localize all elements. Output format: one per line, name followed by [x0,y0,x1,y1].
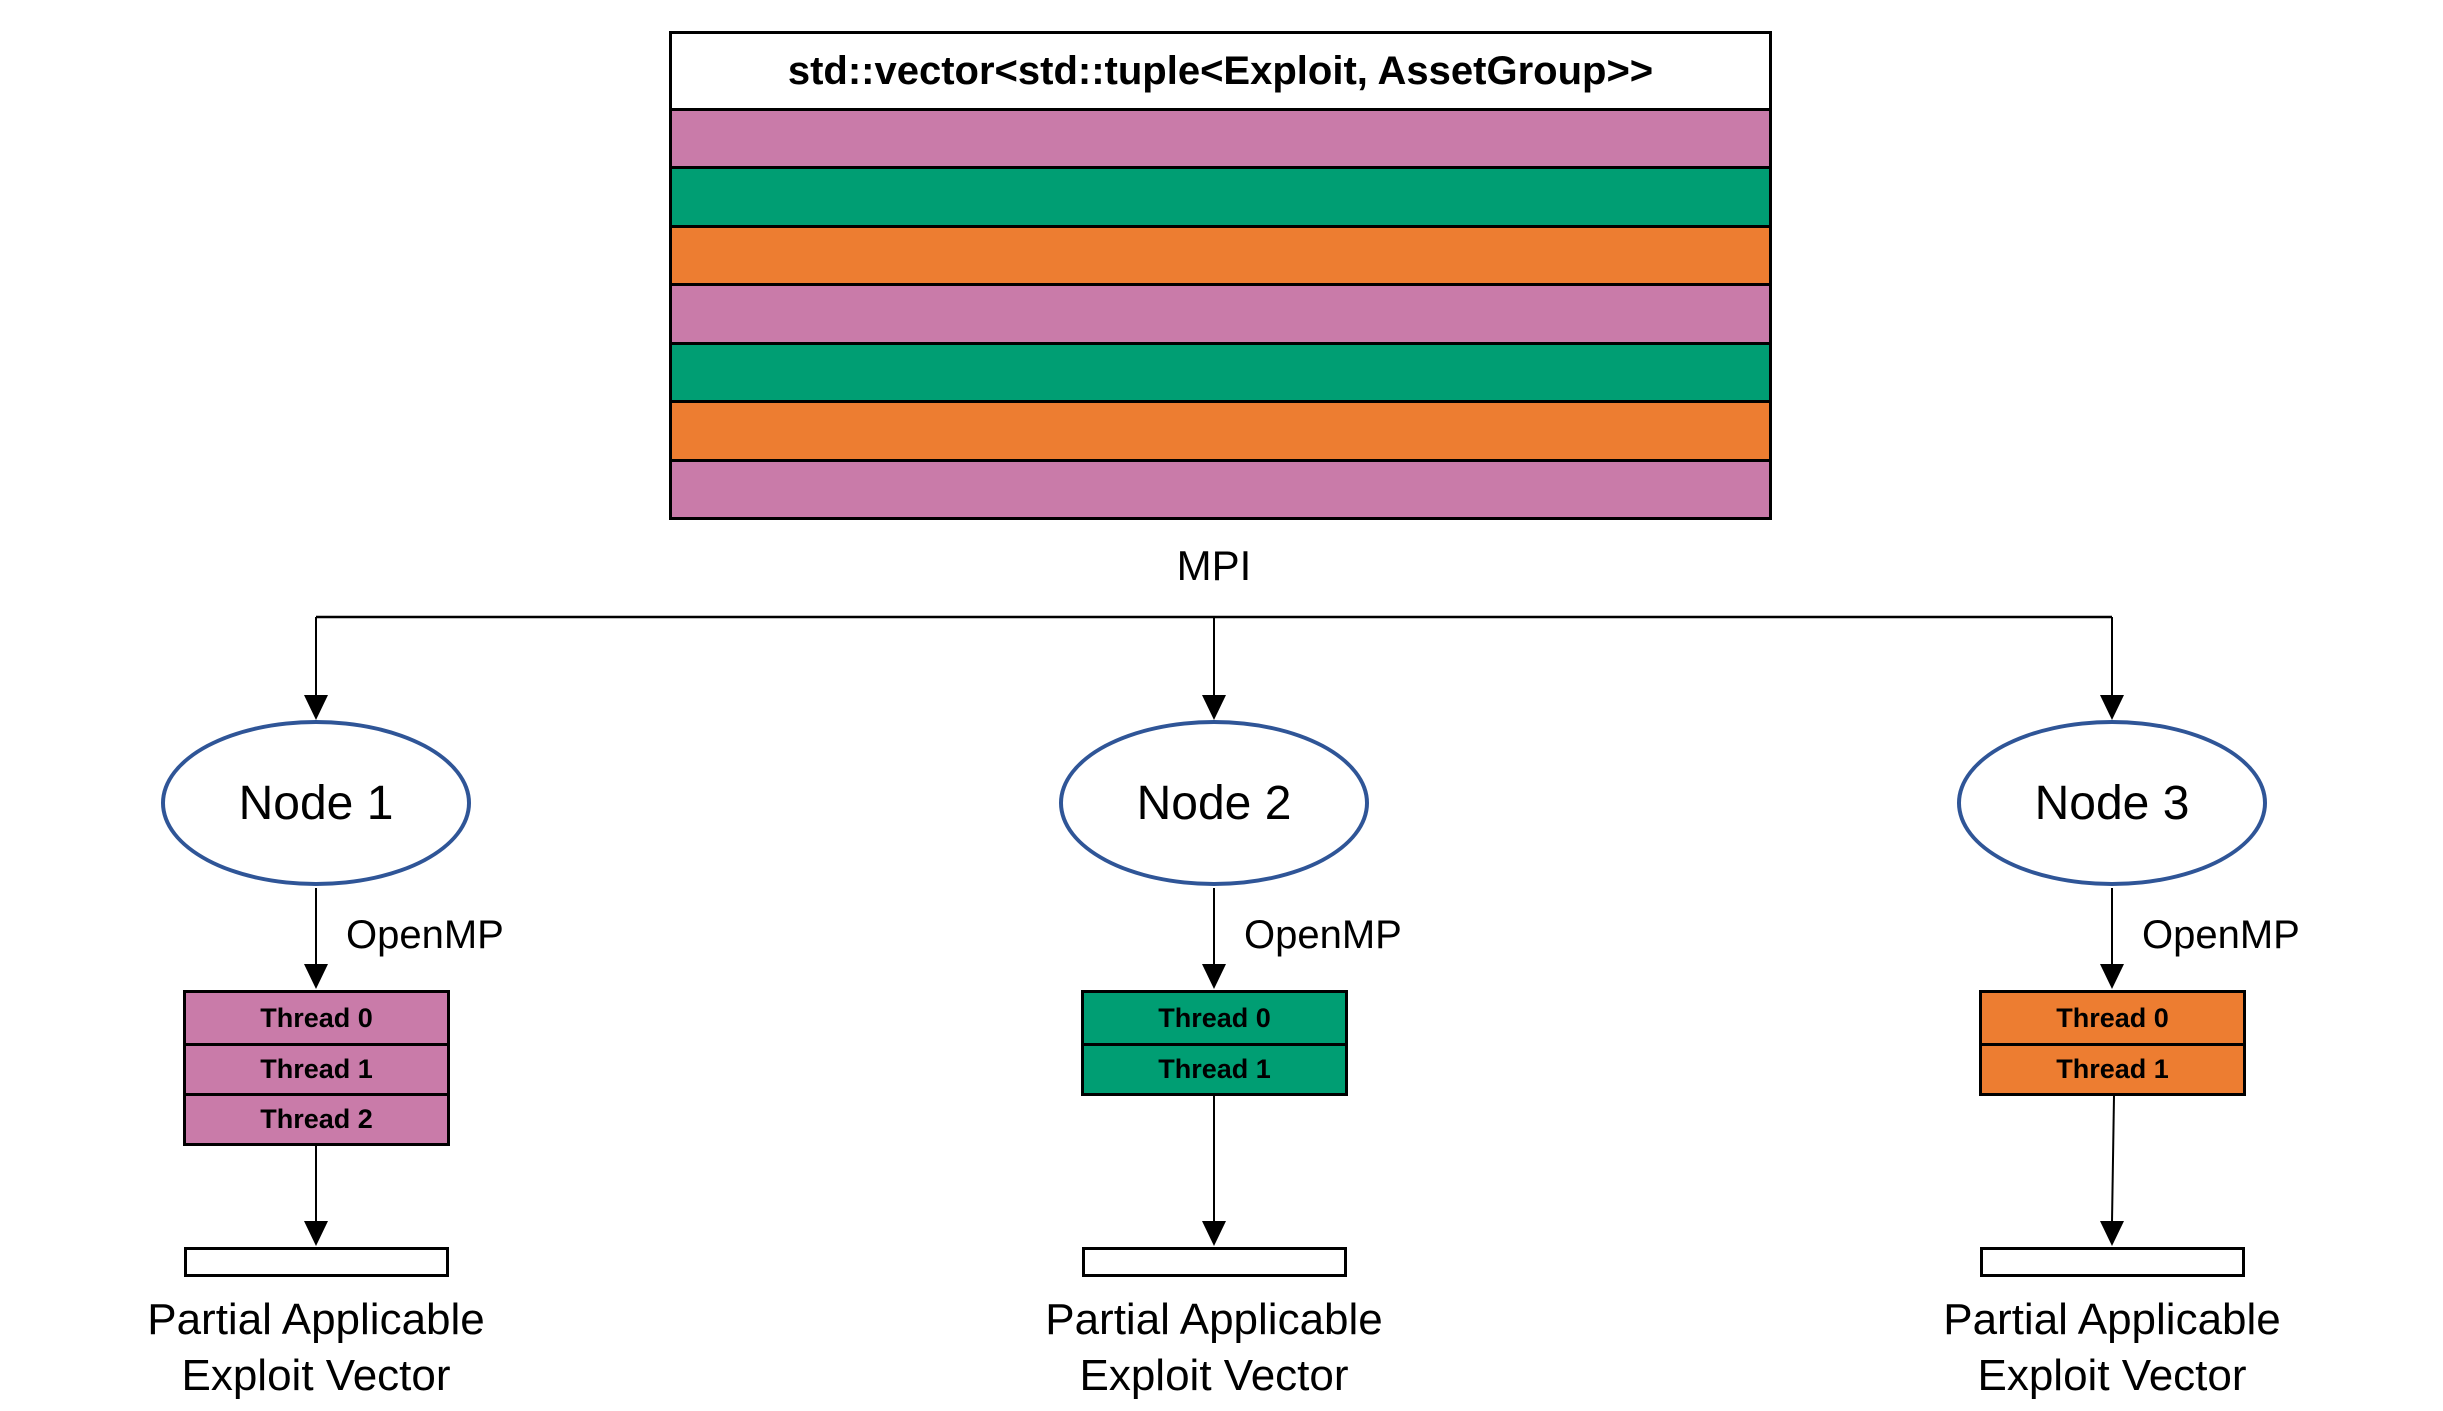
output-vector-rect-3 [1980,1247,2245,1277]
output-caption-line2: Exploit Vector [1977,1351,2247,1400]
thread-row: Thread 0 [1084,993,1345,1043]
output-caption-line1: Partial Applicable [147,1295,485,1344]
vector-stripe [672,341,1769,401]
vector-stripe [672,166,1769,225]
thread-box-2: Thread 0 Thread 1 [1081,990,1348,1096]
thread-row: Thread 1 [186,1043,447,1093]
node-2-label: Node 2 [1136,776,1292,830]
openmp-label-2: OpenMP [1244,913,1402,957]
vector-stripe [672,108,1769,167]
openmp-label-3: OpenMP [2142,913,2300,957]
node-1-ellipse: Node 1 [161,720,471,886]
thread-row: Thread 0 [186,993,447,1043]
thread-row: Thread 0 [1982,993,2243,1043]
thread-box-3: Thread 0 Thread 1 [1979,990,2246,1096]
node-2-ellipse: Node 2 [1059,720,1369,886]
output-caption-3: Partial Applicable Exploit Vector [1892,1292,2332,1404]
output-caption-2: Partial Applicable Exploit Vector [994,1292,1434,1404]
output-caption-line2: Exploit Vector [181,1351,451,1400]
thread-box-1: Thread 0 Thread 1 Thread 2 [183,990,450,1146]
output-caption-1: Partial Applicable Exploit Vector [96,1292,536,1404]
vector-box: std::vector<std::tuple<Exploit, AssetGro… [669,31,1772,520]
output-caption-line1: Partial Applicable [1943,1295,2281,1344]
openmp-label-1: OpenMP [346,913,504,957]
thread-row: Thread 1 [1084,1043,1345,1093]
node-1-label: Node 1 [238,776,394,830]
node-3-ellipse: Node 3 [1957,720,2267,886]
vector-stripe [672,400,1769,459]
vector-stripe [672,458,1769,517]
output-vector-rect-1 [184,1247,449,1277]
node-3-label: Node 3 [2034,776,2190,830]
output-vector-rect-2 [1082,1247,1347,1277]
thread-row: Thread 2 [186,1093,447,1143]
output-caption-line1: Partial Applicable [1045,1295,1383,1344]
vector-stripe [672,224,1769,284]
output-caption-line2: Exploit Vector [1079,1351,1349,1400]
mpi-label: MPI [1176,542,1252,589]
vector-stripe [672,283,1769,342]
thread-row: Thread 1 [1982,1043,2243,1093]
vector-box-title: std::vector<std::tuple<Exploit, AssetGro… [787,48,1654,93]
